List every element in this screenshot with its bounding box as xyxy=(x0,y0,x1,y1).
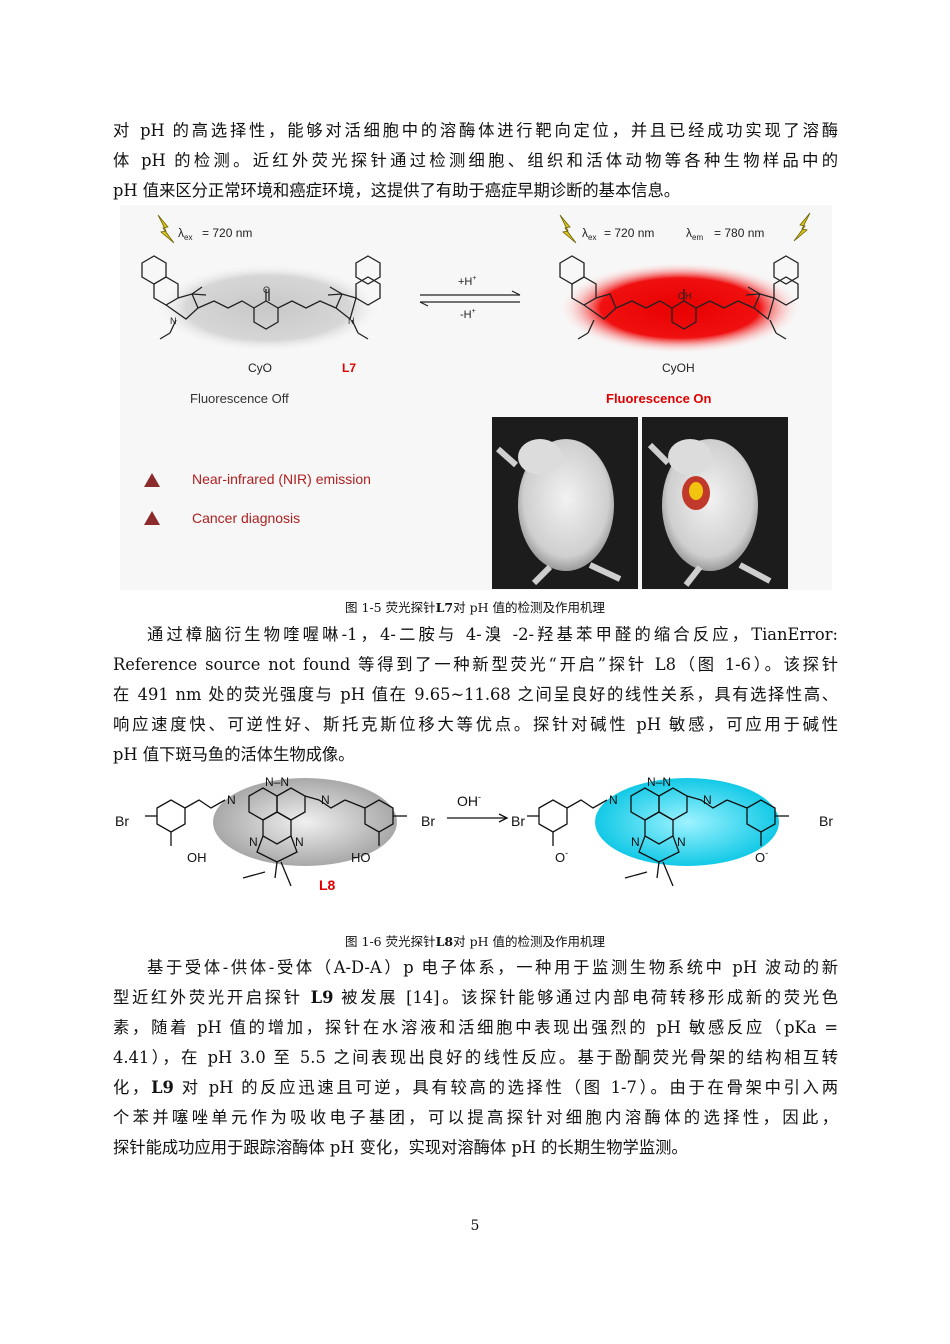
molecule-cyo xyxy=(141,255,381,340)
triangle-bullet-icon xyxy=(144,511,160,525)
label-ho: HO xyxy=(351,850,371,865)
label-br: Br xyxy=(421,813,435,829)
fluorescence-off: Fluorescence Off xyxy=(190,391,289,406)
label-n: N xyxy=(703,793,712,807)
lambda-ex-right: = 720 nm xyxy=(604,226,654,240)
label-cyo: CyO xyxy=(248,361,272,375)
text-line: 4.41），在 pH 3.0 至 5.5 之间表现出良好的线性反应。基于酚酮荧光… xyxy=(113,1048,838,1067)
label-nn: N–N xyxy=(265,775,289,789)
lightning-icon-right-2 xyxy=(793,212,811,242)
label-cyoh: CyOH xyxy=(662,361,695,375)
atom-o: O xyxy=(263,285,270,295)
label-n: N xyxy=(227,793,236,807)
paragraph-2: 通过樟脑衍生物喹喔啉-1，4-二胺与 4-溴 -2-羟基苯甲醛的缩合反应，Tia… xyxy=(113,620,838,770)
label-o-minus: O- xyxy=(755,848,768,865)
cyan-ellipse xyxy=(595,778,779,866)
label-br: Br xyxy=(819,813,833,829)
bullet-cancer: Cancer diagnosis xyxy=(192,510,300,526)
text-line: pH 值下斑马鱼的活体生物成像。 xyxy=(113,745,355,764)
gray-glow xyxy=(152,262,384,354)
figure-1-6: Br OH HO Br N–N N N N N L8 OH- Br O- O- … xyxy=(115,766,840,906)
text-line: 响应速度快、可逆性好、斯托克斯位移大等优点。探针对碱性 pH 敏感，可应用于碱性 xyxy=(113,715,838,734)
figure-1-5: λex = 720 nm λex = 720 nm λem = 780 nm O… xyxy=(120,205,832,590)
atom-oh: OH xyxy=(678,291,692,301)
triangle-bullet-icon xyxy=(144,473,160,487)
label-n: N xyxy=(321,793,330,807)
text-line: 体 pH 的检测。近红外荧光探针通过检测细胞、组织和活体动物等各种生物样品中的 xyxy=(113,151,838,170)
label-nn: N–N xyxy=(647,775,671,789)
mouse-image-control xyxy=(492,417,638,589)
page-number: 5 xyxy=(470,1218,480,1234)
lightning-icon-left xyxy=(157,214,175,244)
mouse-image-tumor xyxy=(642,417,788,589)
label-o-minus: O- xyxy=(555,848,568,865)
molecule-cyoh xyxy=(559,255,799,340)
fluorescence-on: Fluorescence On xyxy=(606,391,712,406)
label-br: Br xyxy=(115,813,129,829)
molecule-l8-deprotonated xyxy=(527,787,789,887)
label-n: N xyxy=(609,793,618,807)
lambda-em-right: = 780 nm xyxy=(714,226,764,240)
atom-n: N xyxy=(348,316,355,326)
label-br: Br xyxy=(511,813,525,829)
atom-n: N xyxy=(170,316,177,326)
text-line: Reference source not found 等得到了一种新型荧光“开启… xyxy=(113,655,838,674)
paragraph-3: 基于受体-供体-受体（A-D-A）p 电子体系，一种用于监测生物系统中 pH 波… xyxy=(113,953,838,1163)
figure-1-5-caption: 图 1-5 荧光探针L7对 pH 值的检测及作用机理 xyxy=(345,600,605,615)
paragraph-1: 对 pH 的高选择性，能够对活细胞中的溶酶体进行靶向定位，并且已经成功实现了溶酶… xyxy=(113,116,838,206)
text-line: 型近红外荧光开启探针 L9 被发展 [14]。该探针能够通过内部电荷转移形成新的… xyxy=(113,988,838,1007)
text-line: 素，随着 pH 值的增加，探针在水溶液和活细胞中表现出强烈的 pH 敏感反应（p… xyxy=(113,1018,838,1037)
equilibrium-arrows xyxy=(419,290,521,307)
text-line: 在 491 nm 处的荧光强度与 pH 值在 9.65~11.68 之间呈良好的… xyxy=(113,685,838,704)
molecule-l8 xyxy=(145,787,407,887)
text-line: 探针能成功应用于跟踪溶酶体 pH 变化，实现对溶酶体 pH 的长期生物学监测。 xyxy=(113,1138,688,1157)
label-n: N xyxy=(631,835,640,849)
text-line: 基于受体-供体-受体（A-D-A）p 电子体系，一种用于监测生物系统中 pH 波… xyxy=(147,958,838,977)
text-line: 个苯并噻唑单元作为吸收电子基团，可以提高探针对细胞内溶酶体的选择性，因此， xyxy=(113,1108,838,1127)
text-line: 化，L9 对 pH 的反应迅速且可逆，具有较高的选择性（图 1-7）。由于在骨架… xyxy=(113,1078,838,1097)
bullet-nir: Near-infrared (NIR) emission xyxy=(192,471,371,487)
text-line: 通过樟脑衍生物喹喔啉-1，4-二胺与 4-溴 -2-羟基苯甲醛的缩合反应，Tia… xyxy=(147,625,838,644)
label-n: N xyxy=(249,835,258,849)
reaction-arrowhead xyxy=(498,813,509,823)
lambda-ex-left: = 720 nm xyxy=(202,226,252,240)
figure-1-6-caption: 图 1-6 荧光探针L8对 pH 值的检测及作用机理 xyxy=(345,934,605,949)
arrow-label-top: +H+ xyxy=(458,275,476,288)
label-l8: L8 xyxy=(319,877,336,893)
label-oh: OH xyxy=(187,850,207,865)
text-line: 对 pH 的高选择性，能够对活细胞中的溶酶体进行靶向定位，并且已经成功实现了溶酶 xyxy=(113,121,838,140)
red-glow xyxy=(558,262,802,354)
label-l7: L7 xyxy=(342,361,356,375)
gray-ellipse xyxy=(213,778,397,866)
label-n: N xyxy=(295,835,304,849)
text-line: pH 值来区分正常环境和癌症环境，这提供了有助于癌症早期诊断的基本信息。 xyxy=(113,181,681,200)
lightning-icon-right-1 xyxy=(559,214,577,244)
label-n: N xyxy=(677,835,686,849)
label-oh-reagent: OH- xyxy=(457,792,481,809)
arrow-label-bottom: -H+ xyxy=(460,308,476,321)
